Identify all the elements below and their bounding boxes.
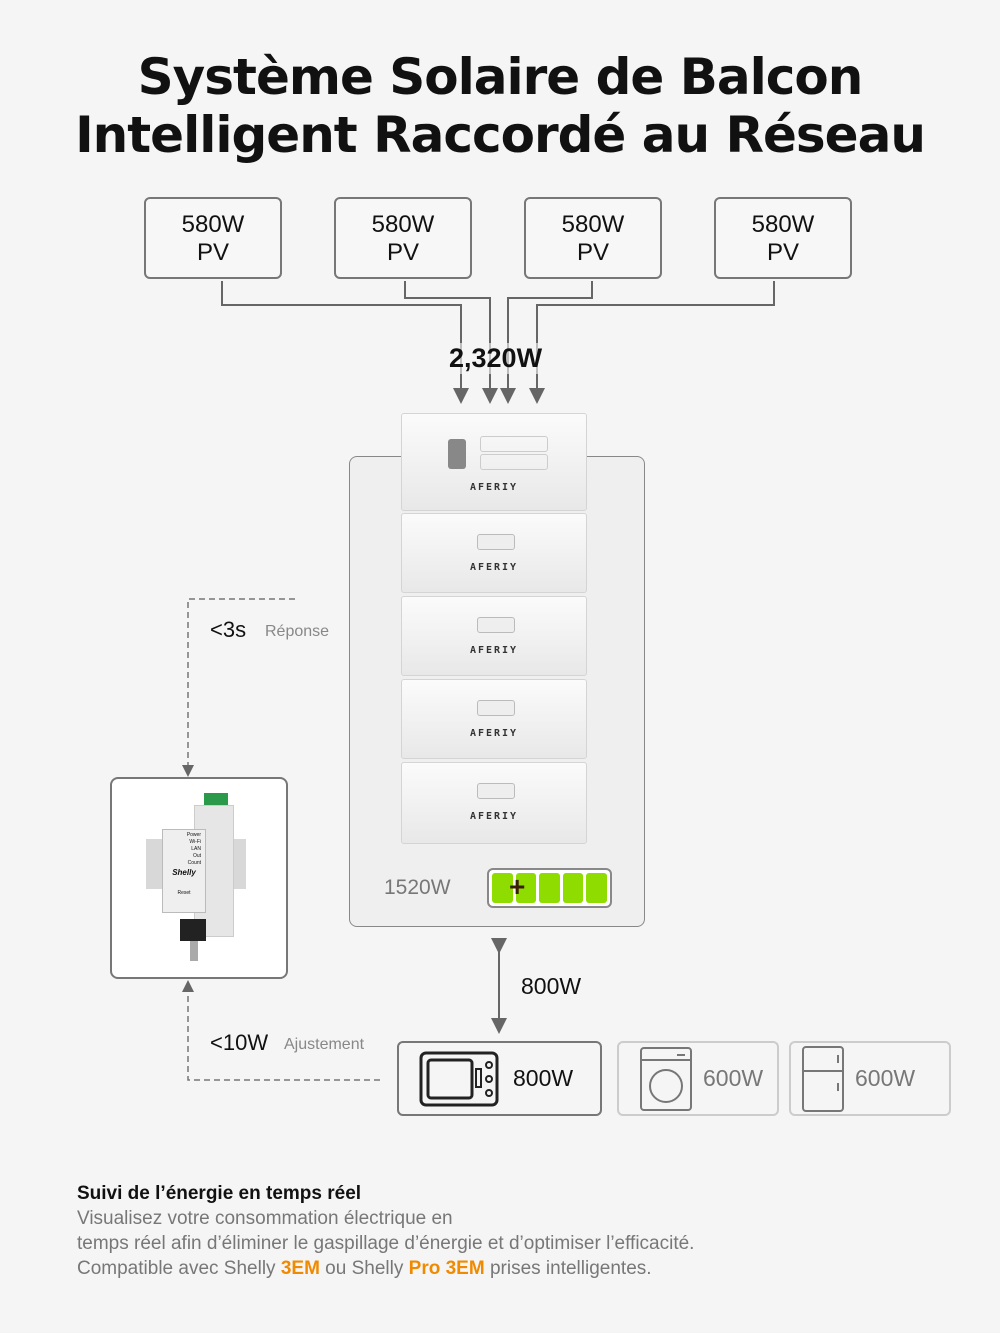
adjustment-label: Ajustement [284,1036,365,1053]
brand-logo: AFERIY [469,645,519,656]
footer-line-2: temps réel afin d’éliminer le gaspillage… [77,1233,695,1254]
battery-cell [515,873,537,903]
response-dashed-line [182,598,295,777]
load-power: 600W [855,1065,916,1091]
pv-label: PV [386,239,419,266]
port-icon [477,783,515,799]
port-icon [477,700,515,716]
plus-icon: + [509,871,526,902]
port-icon [477,617,515,633]
port-icon [477,534,515,550]
footer-line-3: Compatible avec Shelly 3EM ou Shelly Pro… [77,1256,652,1281]
battery-cell [492,873,513,903]
port-panel [480,454,548,470]
pv-power: 580W [751,211,815,238]
pv-line-3 [500,281,593,404]
load-microwave: 800W [397,1041,602,1116]
adjustment-dashed-line [182,980,380,1081]
fridge-icon [802,1045,844,1112]
battery-charge-indicator: + [487,868,612,908]
led-label: Wi-Fi [189,839,201,845]
load-power: 600W [703,1065,764,1091]
battery-module: AFERIY [401,762,587,844]
footer-text: prises intelligentes. [484,1258,652,1279]
port-panel [480,436,548,452]
model-3em: 3EM [280,1258,320,1279]
brand-logo: AFERIY [469,482,519,493]
brand-logo: AFERIY [469,562,519,573]
response-label: Réponse [265,623,330,640]
battery-module: AFERIY [401,596,587,676]
reset-label: Reset [177,890,191,896]
footer-text: ou Shelly [319,1258,409,1279]
footer-heading: Suivi de l’énergie en temps réel [77,1183,362,1204]
footer-line-1: Visualisez votre consommation électrique… [77,1208,453,1229]
pv-line-2 [404,281,498,404]
battery-cell [586,873,607,903]
footer-text: Compatible avec Shelly [77,1258,281,1279]
shelly-logo: Shelly [172,868,196,877]
washing-machine-icon [640,1046,692,1111]
device-front: Power Wi-Fi LAN Out Count Shelly Reset [162,829,206,913]
title-line-2: Intelligent Raccordé au Réseau [75,106,926,164]
terminal-block [204,793,228,807]
led-label: Out [192,853,201,859]
title-line-1: Système Solaire de Balcon [137,48,864,106]
pv-label: PV [196,239,229,266]
battery-cell [562,873,584,903]
total-input-power: 2,320W [449,343,543,374]
load-washing-machine: 600W [617,1041,779,1116]
model-pro-3em: Pro 3EM [408,1258,485,1279]
brand-logo: AFERIY [469,728,519,739]
shelly-device-image: Power Wi-Fi LAN Out Count Shelly Reset [110,777,288,979]
grid-output-power: 800W [521,973,582,999]
pv-label: PV [576,239,609,266]
pv-power: 580W [181,211,245,238]
battery-module: AFERIY [401,679,587,759]
response-value: <3s [210,617,247,642]
microwave-icon [419,1051,499,1106]
pv-power: 580W [371,211,435,238]
load-power: 800W [513,1065,574,1091]
inverter-unit: AFERIY [401,413,587,511]
socket-icon [448,439,466,469]
cable [190,941,198,961]
load-fridge: 600W [789,1041,951,1116]
pv-power: 580W [561,211,625,238]
adjustment-value: <10W [210,1030,269,1055]
pv-label: PV [766,239,799,266]
battery-output: 1520W [384,876,451,899]
rj45-port [180,919,206,941]
brand-logo: AFERIY [469,811,519,822]
led-label: LAN [191,846,201,852]
led-label: Count [187,860,201,866]
led-label: Power [186,832,201,838]
battery-cell [539,873,560,903]
battery-module: AFERIY [401,513,587,593]
